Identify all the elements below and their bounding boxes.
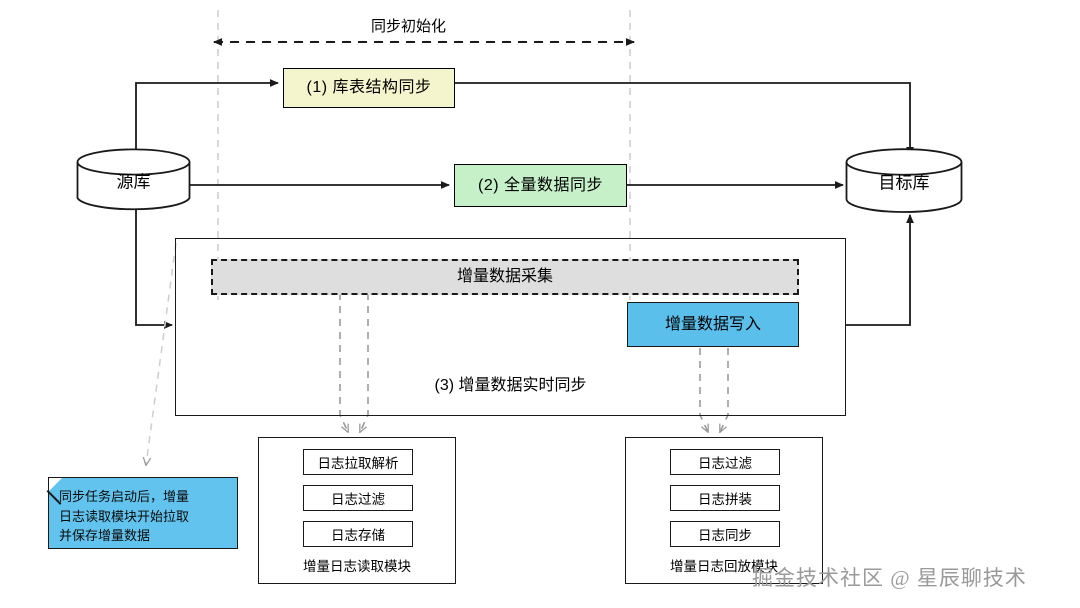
phase3-label: (3) 增量数据实时同步 [434, 377, 587, 394]
module-item-log-reader-0[interactable]: 日志拉取解析 [303, 449, 413, 475]
module-item-log-replay-0[interactable]: 日志过滤 [670, 449, 780, 475]
note-fold-corner [46, 478, 62, 505]
module-item-log-reader-1[interactable]: 日志过滤 [303, 485, 413, 511]
module-item-log-replay-1[interactable]: 日志拼装 [670, 485, 780, 511]
edge-stage3-to-target [846, 214, 914, 326]
edge-source-to-stage3 [135, 210, 173, 329]
phase-box-full-data-sync[interactable]: (2) 全量数据同步 [454, 164, 627, 207]
module-panel-log-reader: 日志拉取解析 日志过滤 日志存储 增量日志读取模块 [258, 437, 456, 584]
note-line-1: 日志读取模块开始拉取 [59, 508, 190, 524]
target-database: 目标库 [845, 148, 963, 214]
phase-box-incremental-realtime-sync [175, 238, 846, 416]
cylinder-shape [76, 148, 191, 211]
incremental-data-write-box[interactable]: 增量数据写入 [627, 302, 799, 347]
module-caption-log-reader: 增量日志读取模块 [303, 559, 411, 574]
incremental-data-capture-band[interactable]: 增量数据采集 [211, 259, 799, 295]
phase-box-schema-sync[interactable]: (1) 库表结构同步 [283, 68, 455, 108]
module-panel-log-replay: 日志过滤 日志拼装 日志同步 增量日志回放模块 [625, 437, 823, 584]
watermark: 掘金技术社区 @ 星辰聊技术 [752, 566, 1027, 590]
note-line-2: 并保存增量数据 [59, 528, 151, 543]
module-item-log-replay-2[interactable]: 日志同步 [670, 521, 780, 547]
edge-phase1-to-target [455, 82, 914, 156]
target-database-label: 目标库 [878, 173, 930, 193]
note-line-0: 同步任务启动后，增量 [59, 489, 190, 504]
cylinder-shape [845, 148, 963, 213]
module-caption-log-replay: 增量日志回放模块 [670, 559, 778, 574]
source-database-label: 源库 [116, 172, 151, 192]
callout-stage3-to-note [146, 242, 177, 465]
sticky-note: 同步任务启动后，增量 日志读取模块开始拉取 并保存增量数据 [46, 477, 238, 549]
sync-init-label: 同步初始化 [371, 18, 447, 35]
source-database: 源库 [76, 148, 191, 212]
module-item-log-reader-2[interactable]: 日志存储 [303, 521, 413, 547]
